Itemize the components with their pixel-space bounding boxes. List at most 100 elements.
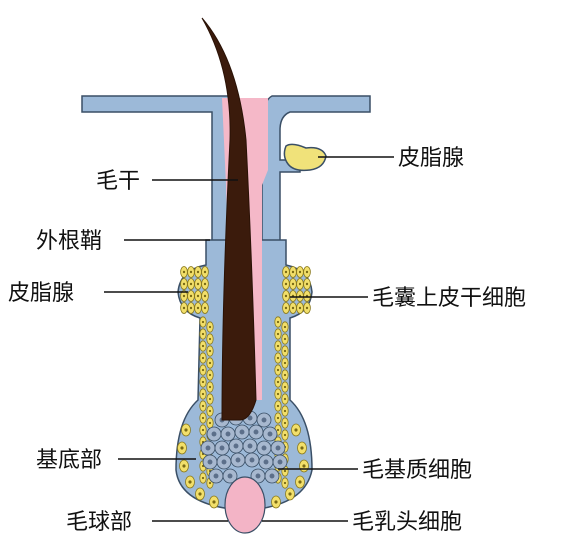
cell-nucleus [306,283,308,285]
cell-nucleus [284,362,286,364]
cell-nucleus [284,398,286,400]
cell-nucleus [285,283,287,285]
cell-nucleus [278,460,283,465]
label-sebaceous-gland-left: 皮脂腺 [8,281,74,306]
cell-nucleus [183,295,185,297]
cell-nucleus [284,374,286,376]
cell-nucleus [277,393,279,395]
cell-nucleus [292,283,294,285]
cell-nucleus [212,500,215,503]
cell-nucleus [288,492,291,495]
label-bulge-stem-cells: 毛囊上皮干细胞 [372,286,526,311]
label-sebaceous-gland-right: 皮脂腺 [398,146,464,171]
cell-nucleus [277,417,279,419]
cell-nucleus [294,428,297,431]
cell-nucleus [180,446,183,449]
cell-nucleus [292,271,294,273]
cell-nucleus [209,326,211,328]
cell-nucleus [202,381,204,383]
cell-nucleus [250,458,255,463]
cell-nucleus [276,446,281,451]
cell-nucleus [209,398,211,400]
cell-nucleus [299,283,301,285]
cell-nucleus [284,350,286,352]
cell-nucleus [197,283,199,285]
cell-nucleus [212,432,217,437]
label-hair-shaft: 毛干 [96,169,140,194]
cell-nucleus [209,422,211,424]
cell-nucleus [202,393,204,395]
cell-nucleus [277,405,279,407]
cell-nucleus [209,350,211,352]
cell-nucleus [284,326,286,328]
cell-nucleus [284,434,286,436]
cell-nucleus [236,458,241,463]
cell-nucleus [202,333,204,335]
cell-nucleus [204,283,206,285]
cell-nucleus [306,307,308,309]
cell-nucleus [190,283,192,285]
cell-nucleus [184,428,187,431]
cell-nucleus [298,480,301,483]
cell-nucleus [284,410,286,412]
cell-nucleus [209,362,211,364]
cell-nucleus [202,405,204,407]
cell-nucleus [204,307,206,309]
cell-nucleus [209,410,211,412]
cell-nucleus [202,429,204,431]
label-matrix-cells: 毛基质细胞 [362,458,472,483]
cell-nucleus [284,470,286,472]
cell-nucleus [190,271,192,273]
cell-nucleus [248,444,253,449]
cell-nucleus [206,446,211,451]
cell-nucleus [183,283,185,285]
cell-nucleus [284,422,286,424]
cell-nucleus [285,295,287,297]
label-dermal-papilla-cells: 毛乳头细胞 [352,510,462,534]
cell-nucleus [277,357,279,359]
cell-nucleus [262,418,267,423]
cell-nucleus [190,307,192,309]
cell-nucleus [277,321,279,323]
cell-nucleus [204,295,206,297]
cell-nucleus [274,500,277,503]
cell-nucleus [202,369,204,371]
label-basal-part: 基底部 [36,448,102,473]
cell-nucleus [299,307,301,309]
cell-nucleus [234,444,239,449]
cell-nucleus [209,386,211,388]
cell-nucleus [202,357,204,359]
dermal-papilla [225,477,265,533]
cell-nucleus [300,446,303,449]
cell-nucleus [299,271,301,273]
cell-nucleus [277,333,279,335]
cell-nucleus [264,460,269,465]
cell-nucleus [202,417,204,419]
cell-nucleus [277,369,279,371]
cell-nucleus [220,446,225,451]
cell-nucleus [285,271,287,273]
cell-nucleus [202,321,204,323]
cell-nucleus [202,477,204,479]
cell-nucleus [277,381,279,383]
cell-nucleus [284,386,286,388]
cell-nucleus [285,307,287,309]
cell-nucleus [190,295,192,297]
cell-nucleus [262,446,267,451]
cell-nucleus [270,474,275,479]
cell-nucleus [256,474,261,479]
cell-nucleus [214,474,219,479]
cell-nucleus [306,271,308,273]
label-outer-root-sheath: 外根鞘 [36,229,102,254]
cell-nucleus [183,271,185,273]
cell-nucleus [197,271,199,273]
cell-nucleus [209,374,211,376]
cell-nucleus [284,338,286,340]
label-hair-bulb: 毛球部 [66,510,132,534]
cell-nucleus [209,482,211,484]
cell-nucleus [197,307,199,309]
cell-nucleus [222,460,227,465]
cell-nucleus [240,430,245,435]
cell-nucleus [268,432,273,437]
